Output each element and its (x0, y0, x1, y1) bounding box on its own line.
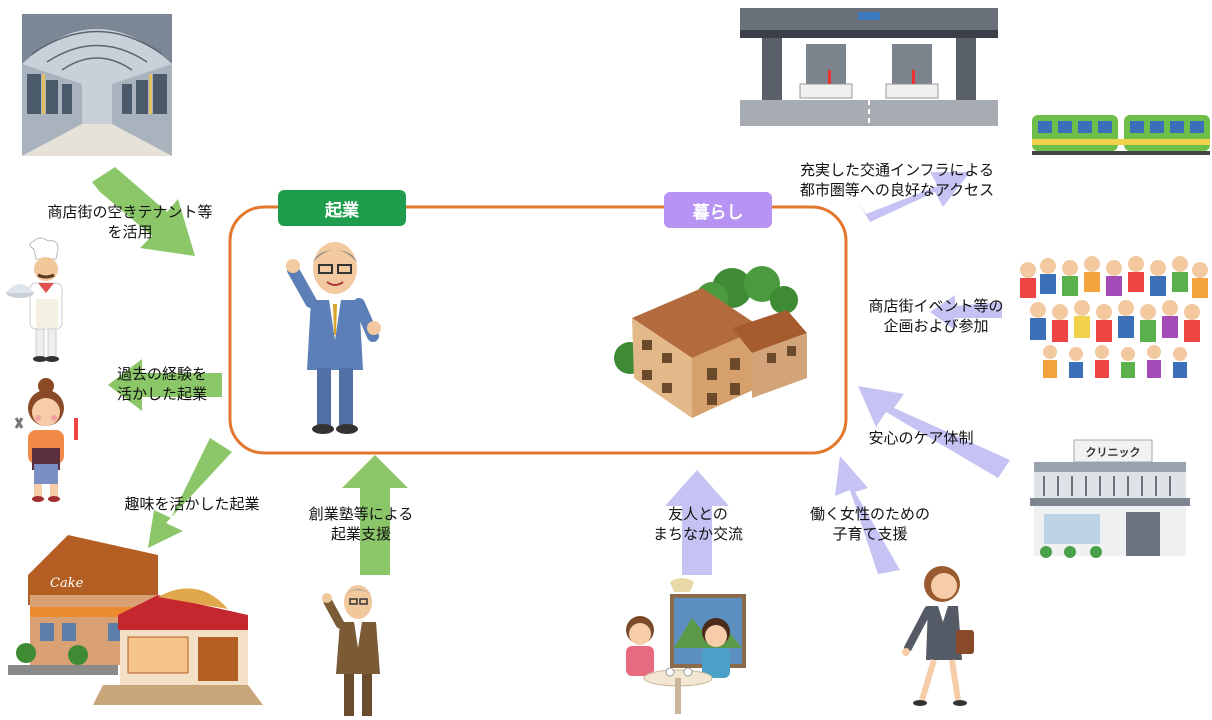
label-line: 都市圏等への良好なアクセス (799, 181, 995, 199)
central-frame (228, 205, 848, 455)
tag-startup: 起業 (278, 190, 406, 226)
label-friends: 友人との まちなか交流 (628, 504, 768, 544)
label-hobby: 趣味を活かした起業 (112, 494, 272, 514)
clinic-illustration: クリニック (1030, 439, 1190, 558)
label-childcare: 働く女性のための 子育て支援 (790, 504, 950, 544)
label-line: 趣味を活かした起業 (124, 495, 260, 513)
clinic-sign: クリニック (1086, 446, 1141, 459)
label-line: 起業支援 (330, 525, 391, 543)
crowd-illustration (1020, 256, 1208, 378)
train-illustration (1032, 115, 1210, 155)
chef-illustration (6, 237, 63, 362)
shops-illustration: Cake (8, 535, 263, 705)
label-line: 充実した交通インフラによる (799, 161, 995, 179)
arrow-event (930, 295, 1002, 330)
cake-sign: Cake (50, 576, 84, 591)
label-line: 友人との (668, 505, 728, 523)
label-line: 働く女性のための (809, 505, 930, 523)
businessman-illustration (286, 242, 381, 434)
label-line: 創業塾等による (308, 505, 414, 523)
label-vacant-tenant: 商店街の空きテナント等 を活用 (30, 202, 230, 242)
arrow-experience (108, 359, 222, 411)
arrow-care (858, 386, 1010, 478)
label-care: 安心のケア体制 (856, 428, 986, 448)
label-startup-school: 創業塾等による 起業支援 (296, 504, 426, 544)
label-line: 過去の経験を (116, 365, 207, 383)
arrow-transport (858, 172, 970, 222)
shopping-arcade-illustration (22, 14, 172, 156)
apartment-illustration (614, 266, 807, 418)
label-transport: 充実した交通インフラによる 都市圏等への良好なアクセス (782, 160, 1012, 200)
label-line: 安心のケア体制 (868, 429, 974, 447)
advisor-illustration (322, 585, 380, 716)
tag-living: 暮らし (664, 192, 772, 228)
label-event: 商店街イベント等の 企画および参加 (856, 296, 1016, 336)
label-past-experience: 過去の経験を 活かした起業 (102, 364, 222, 404)
arrow-tenant (92, 167, 195, 256)
tollgate-illustration (740, 0, 998, 126)
working-woman-illustration (902, 566, 974, 706)
hairdresser-illustration (14, 378, 78, 502)
label-line: 商店街の空きテナント等 (47, 203, 213, 221)
arrow-childcare (835, 456, 900, 574)
arrow-hobby (148, 438, 232, 548)
label-line: 商店街イベント等の (868, 297, 1004, 315)
label-line: 子育て支援 (832, 525, 908, 543)
label-line: を活用 (107, 223, 153, 241)
arrow-friends (665, 470, 729, 575)
label-line: 企画および参加 (883, 317, 989, 335)
label-line: まちなか交流 (652, 525, 743, 543)
arrow-startup (342, 455, 408, 575)
label-line: 活かした起業 (116, 385, 207, 403)
cafe-illustration (626, 578, 746, 714)
